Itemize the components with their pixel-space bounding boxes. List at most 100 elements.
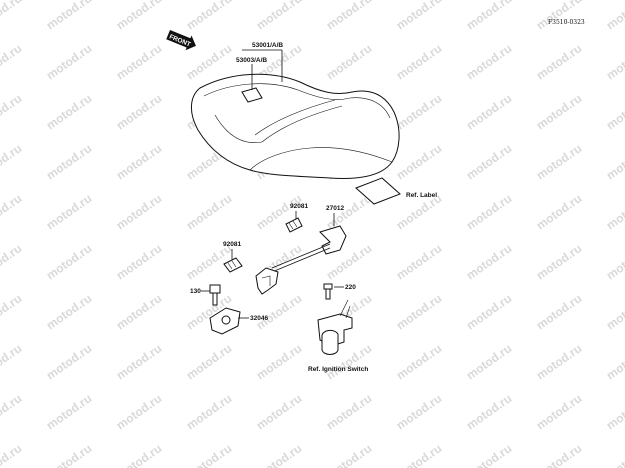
watermark-text: motod.ru xyxy=(604,141,625,182)
watermark-text: motod.ru xyxy=(114,141,165,182)
watermark-text: motod.ru xyxy=(44,291,95,332)
watermark-text: motod.ru xyxy=(464,391,515,432)
watermark-text: motod.ru xyxy=(114,191,165,232)
watermark-text: motod.ru xyxy=(534,441,585,468)
spring-upper-drawing xyxy=(285,217,303,233)
callout-spring-upper: 92081 xyxy=(290,203,308,210)
watermark-text: motod.ru xyxy=(394,291,445,332)
watermark-text: motod.ru xyxy=(324,41,375,82)
watermark-text: motod.ru xyxy=(464,41,515,82)
watermark-text: motod.ru xyxy=(0,391,24,432)
watermark-text: motod.ru xyxy=(44,141,95,182)
seat-drawing xyxy=(191,73,400,179)
callout-screw: 220 xyxy=(345,284,356,291)
watermark-text: motod.ru xyxy=(44,0,95,32)
watermark-text: motod.ru xyxy=(0,291,24,332)
watermark-text: motod.ru xyxy=(534,291,585,332)
watermark-text: motod.ru xyxy=(114,391,165,432)
watermark-text: motod.ru xyxy=(464,291,515,332)
watermark-text: motod.ru xyxy=(604,0,625,32)
watermark-text: motod.ru xyxy=(534,0,585,32)
watermark-text: motod.ru xyxy=(604,341,625,382)
callout-bolt: 130 xyxy=(190,288,201,295)
watermark-text: motod.ru xyxy=(394,141,445,182)
watermark-text: motod.ru xyxy=(44,391,95,432)
watermark-text: motod.ru xyxy=(0,91,24,132)
watermark-text: motod.ru xyxy=(604,241,625,282)
watermark-text: motod.ru xyxy=(394,441,445,468)
ignition-switch-drawing xyxy=(317,299,353,355)
watermark-text: motod.ru xyxy=(0,241,24,282)
callout-seat-cover: 53003/A/B xyxy=(236,57,267,64)
watermark-text: motod.ru xyxy=(534,91,585,132)
watermark-text: motod.ru xyxy=(184,441,235,468)
figure-code: F3510-0323 xyxy=(548,19,585,26)
watermark-text: motod.ru xyxy=(534,341,585,382)
callout-seat: 53001/A/B xyxy=(252,42,283,49)
watermark-text: motod.ru xyxy=(464,141,515,182)
bolt-drawing xyxy=(209,284,221,306)
watermark-text: motod.ru xyxy=(254,0,305,32)
watermark-text: motod.ru xyxy=(464,441,515,468)
callout-spring-lower: 92081 xyxy=(223,241,241,248)
watermark-text: motod.ru xyxy=(254,391,305,432)
hinge-drawing xyxy=(255,267,279,295)
watermark-text: motod.ru xyxy=(604,191,625,232)
watermark-text: motod.ru xyxy=(44,91,95,132)
watermark-text: motod.ru xyxy=(604,441,625,468)
watermark-text: motod.ru xyxy=(44,441,95,468)
watermark-text: motod.ru xyxy=(0,191,24,232)
watermark-text: motod.ru xyxy=(44,241,95,282)
watermark-text: motod.ru xyxy=(534,241,585,282)
watermark-text: motod.ru xyxy=(394,0,445,32)
watermark-text: motod.ru xyxy=(0,0,24,32)
watermark-text: motod.ru xyxy=(464,0,515,32)
watermark-text: motod.ru xyxy=(114,0,165,32)
watermark-text: motod.ru xyxy=(394,91,445,132)
watermark-text: motod.ru xyxy=(324,441,375,468)
watermark-text: motod.ru xyxy=(464,191,515,232)
watermark-text: motod.ru xyxy=(464,241,515,282)
watermark-text: motod.ru xyxy=(394,241,445,282)
watermark-text: motod.ru xyxy=(114,441,165,468)
watermark-text: motod.ru xyxy=(114,41,165,82)
watermark-text: motod.ru xyxy=(114,341,165,382)
screw-drawing xyxy=(323,283,333,300)
watermark-text: motod.ru xyxy=(0,441,24,468)
watermark-text: motod.ru xyxy=(114,91,165,132)
watermark-text: motod.ru xyxy=(184,391,235,432)
watermark-text: motod.ru xyxy=(534,391,585,432)
watermark-text: motod.ru xyxy=(0,41,24,82)
watermark-text: motod.ru xyxy=(44,191,95,232)
watermark-text: motod.ru xyxy=(604,291,625,332)
watermark-text: motod.ru xyxy=(324,0,375,32)
ref-label-drawing xyxy=(355,177,401,205)
watermark-text: motod.ru xyxy=(464,341,515,382)
watermark-text: motod.ru xyxy=(0,141,24,182)
watermark-text: motod.ru xyxy=(394,391,445,432)
watermark-text: motod.ru xyxy=(184,0,235,32)
callout-ref-ignition: Ref. Ignition Switch xyxy=(308,366,368,373)
watermark-text: motod.ru xyxy=(534,191,585,232)
bracket-drawing xyxy=(271,225,347,273)
watermark-text: motod.ru xyxy=(44,41,95,82)
watermark-text: motod.ru xyxy=(254,441,305,468)
spring-lower-drawing xyxy=(223,257,243,273)
watermark-text: motod.ru xyxy=(604,91,625,132)
front-arrow-icon: FRONT xyxy=(166,30,196,51)
watermark-text: motod.ru xyxy=(534,141,585,182)
watermark-text: motod.ru xyxy=(44,341,95,382)
watermark-text: motod.ru xyxy=(0,341,24,382)
watermark-text: motod.ru xyxy=(464,91,515,132)
watermark-text: motod.ru xyxy=(604,41,625,82)
callout-lock: 32046 xyxy=(250,315,268,322)
callout-bracket: 27012 xyxy=(326,205,344,212)
watermark-text: motod.ru xyxy=(394,341,445,382)
watermark-text: motod.ru xyxy=(254,341,305,382)
watermark-text: motod.ru xyxy=(184,341,235,382)
lock-drawing xyxy=(209,307,241,335)
watermark-text: motod.ru xyxy=(604,391,625,432)
watermark-text: motod.ru xyxy=(184,191,235,232)
